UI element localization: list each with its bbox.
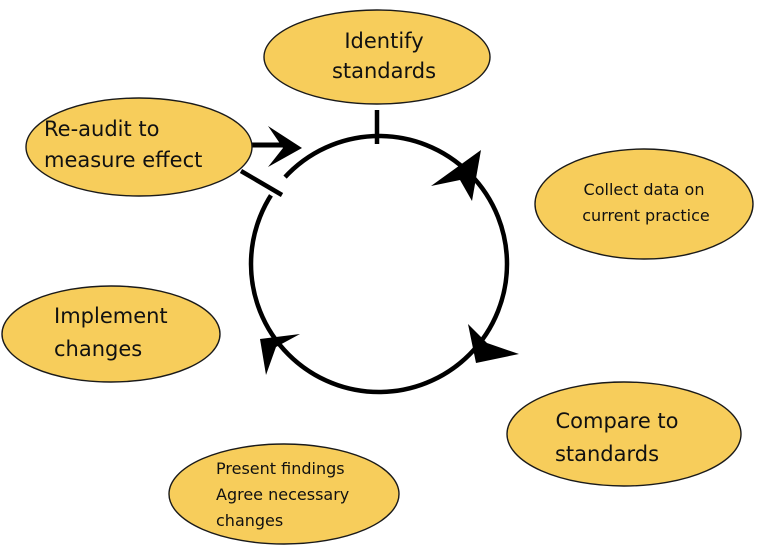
present-line2: Agree necessary xyxy=(216,485,349,504)
present-line1: Present findings xyxy=(216,459,345,478)
implement-line2: changes xyxy=(54,337,142,361)
reaudit-line2: measure effect xyxy=(44,148,202,172)
arrow-to-implement xyxy=(260,334,300,375)
compare-line2: standards xyxy=(555,442,659,466)
node-compare-standards: Compare to standards xyxy=(506,381,742,487)
node-identify-standards: Identify standards xyxy=(263,9,491,105)
node-collect-data: Collect data on current practice xyxy=(534,148,754,260)
reaudit-line1: Re-audit to xyxy=(44,117,159,141)
present-line3: changes xyxy=(216,511,283,530)
identify-line1: Identify xyxy=(344,29,423,53)
node-reaudit: Re-audit to measure effect xyxy=(25,97,253,197)
arrow-to-compare xyxy=(468,324,519,363)
node-implement-changes: Implement changes xyxy=(1,285,221,383)
node-present-findings: Present findings Agree necessary changes xyxy=(168,443,400,545)
arrow-to-identify xyxy=(246,126,302,167)
collect-line1: Collect data on xyxy=(584,180,705,199)
compare-line1: Compare to xyxy=(555,409,678,433)
cycle-gap-mask xyxy=(268,174,290,199)
arrow-to-collect xyxy=(431,150,481,201)
reaudit-connector xyxy=(239,169,284,197)
implement-line1: Implement xyxy=(54,304,168,328)
identify-line2: standards xyxy=(332,59,436,83)
collect-line2: current practice xyxy=(582,206,710,225)
